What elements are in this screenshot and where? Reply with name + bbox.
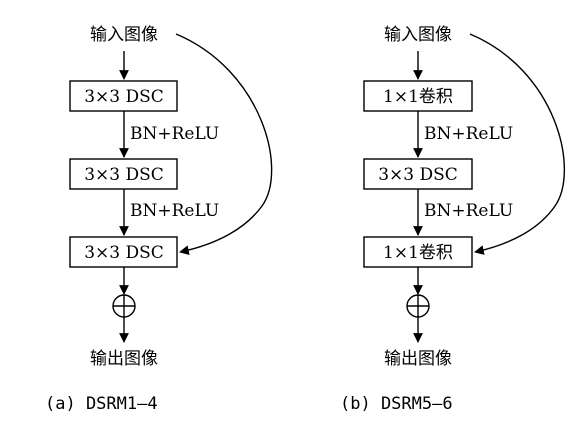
- block-1-label: 3×3 DSC: [84, 87, 164, 107]
- panel-b: 输入图像 1×1卷积 BN+ReLU 3×3 DSC BN+ReLU 1×1卷积…: [340, 25, 566, 414]
- caption-b: (b) DSRM5—6: [340, 394, 453, 414]
- block-3-label: 1×1卷积: [383, 243, 453, 263]
- activation-2-label: BN+ReLU: [424, 201, 513, 221]
- skip-connection-arrow: [175, 33, 273, 255]
- block-2: [69, 158, 178, 190]
- input-image-label: 输入图像: [384, 25, 452, 45]
- activation-1-label: BN+ReLU: [130, 124, 219, 144]
- block-1-label: 1×1卷积: [383, 87, 453, 107]
- sum-node-icon: [112, 294, 136, 318]
- block-3: [363, 236, 473, 268]
- output-image-label: 输出图像: [90, 349, 158, 369]
- output-image-label: 输出图像: [384, 349, 452, 369]
- activation-2-label: BN+ReLU: [130, 201, 219, 221]
- block-1: [363, 80, 473, 112]
- block-2: [363, 158, 473, 190]
- block-2-label: 3×3 DSC: [378, 165, 458, 185]
- block-3: [69, 236, 178, 268]
- activation-1-label: BN+ReLU: [424, 124, 513, 144]
- block-3-label: 3×3 DSC: [84, 243, 164, 263]
- sum-node-icon: [406, 294, 430, 318]
- skip-connection-arrow: [469, 33, 566, 255]
- input-image-label: 输入图像: [90, 25, 158, 45]
- block-2-label: 3×3 DSC: [84, 165, 164, 185]
- panel-a: 输入图像 3×3 DSC BN+ReLU 3×3 DSC BN+ReLU 3×3…: [45, 25, 273, 414]
- caption-a: (a) DSRM1—4: [45, 394, 158, 414]
